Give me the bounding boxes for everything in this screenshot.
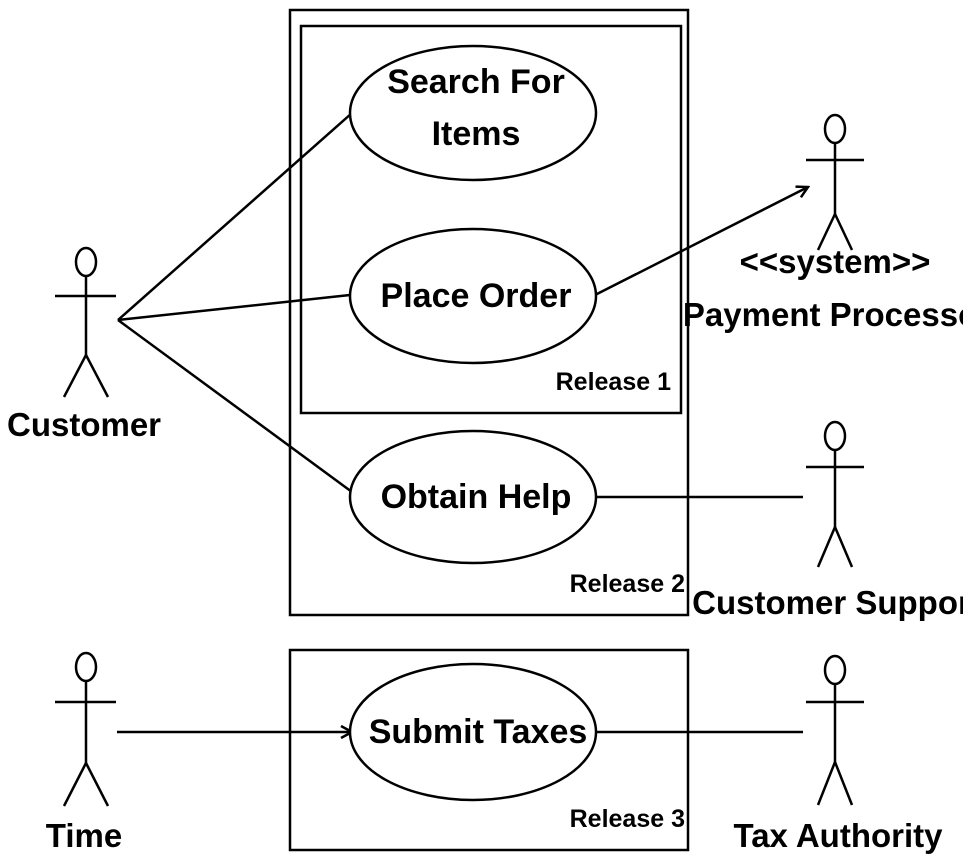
release-1-label: Release 1 bbox=[556, 368, 671, 396]
actor-stereotype-label: <<system>> bbox=[740, 243, 931, 280]
actor-tax-authority[interactable]: Tax Authority bbox=[733, 654, 943, 854]
use-case-obtain-help[interactable]: Obtain Help bbox=[348, 429, 598, 565]
use-case-label: Place Order bbox=[381, 277, 572, 315]
use-case-label-line-2: Items bbox=[432, 115, 521, 153]
release-2-boundary bbox=[288, 8, 690, 617]
stick-figure-icon bbox=[806, 420, 864, 568]
use-case-label: Submit Taxes bbox=[369, 713, 588, 751]
association-customer-search bbox=[117, 112, 353, 321]
release-3-boundary bbox=[288, 648, 690, 852]
actor-time[interactable]: Time bbox=[46, 651, 122, 854]
stick-figure-icon bbox=[55, 651, 116, 807]
actor-payment-processor[interactable]: <<system>> Payment Processor bbox=[683, 113, 963, 333]
actor-customer-support[interactable]: Customer Support bbox=[692, 420, 963, 621]
release-1-boundary bbox=[299, 24, 683, 415]
actor-label: Customer Support bbox=[692, 584, 963, 621]
actor-label: Time bbox=[46, 817, 122, 854]
use-case-submit-taxes[interactable]: Submit Taxes bbox=[348, 662, 598, 802]
stick-figure-icon bbox=[55, 246, 116, 398]
association-customer-order bbox=[117, 293, 351, 322]
actor-label: Payment Processor bbox=[683, 296, 963, 333]
use-case-label: Obtain Help bbox=[381, 478, 572, 516]
actor-label: Customer bbox=[7, 406, 161, 443]
stick-figure-icon bbox=[806, 113, 864, 251]
use-case-label-line-1: Search For bbox=[387, 63, 565, 101]
release-3-label: Release 3 bbox=[570, 805, 685, 833]
actor-label: Tax Authority bbox=[733, 817, 943, 854]
association-customer-help bbox=[117, 318, 353, 494]
stick-figure-icon bbox=[806, 654, 864, 806]
release-2-label: Release 2 bbox=[570, 570, 685, 598]
actor-customer[interactable]: Customer bbox=[7, 246, 161, 443]
association-order-payment bbox=[594, 187, 808, 297]
use-case-place-order[interactable]: Place Order bbox=[348, 227, 598, 365]
use-case-search-for-items[interactable]: Search For Items bbox=[348, 44, 598, 182]
